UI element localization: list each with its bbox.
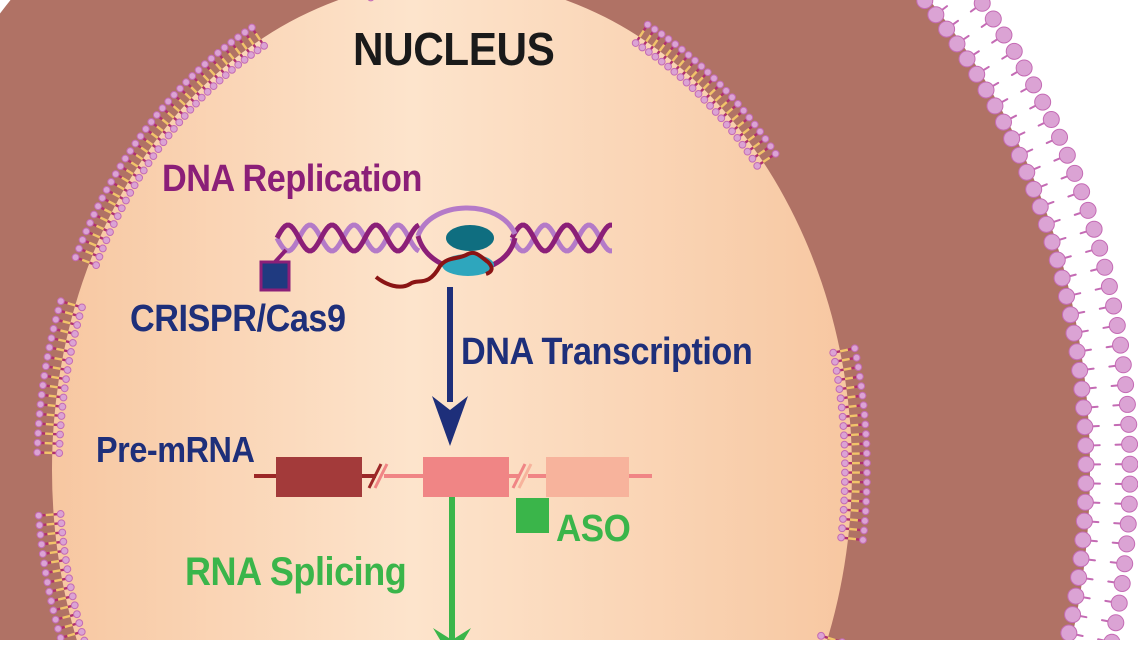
crispr-cas9-label: CRISPR/Cas9 <box>130 300 346 338</box>
rna-splicing-label: RNA Splicing <box>185 552 406 592</box>
exon-2 <box>423 457 509 497</box>
nucleus-title: NUCLEUS <box>353 26 554 72</box>
aso-label: ASO <box>556 510 630 548</box>
exon-3 <box>546 457 629 497</box>
crispr-cas9-marker <box>261 262 289 290</box>
dna-transcription-label: DNA Transcription <box>461 333 752 371</box>
pre-mrna-strand <box>254 457 652 497</box>
pre-mrna-label: Pre-mRNA <box>96 432 254 468</box>
aso-marker <box>516 498 549 533</box>
polymerase-top-subunit <box>446 225 494 251</box>
dna-replication-label: DNA Replication <box>162 160 422 198</box>
exon-1 <box>276 457 362 497</box>
